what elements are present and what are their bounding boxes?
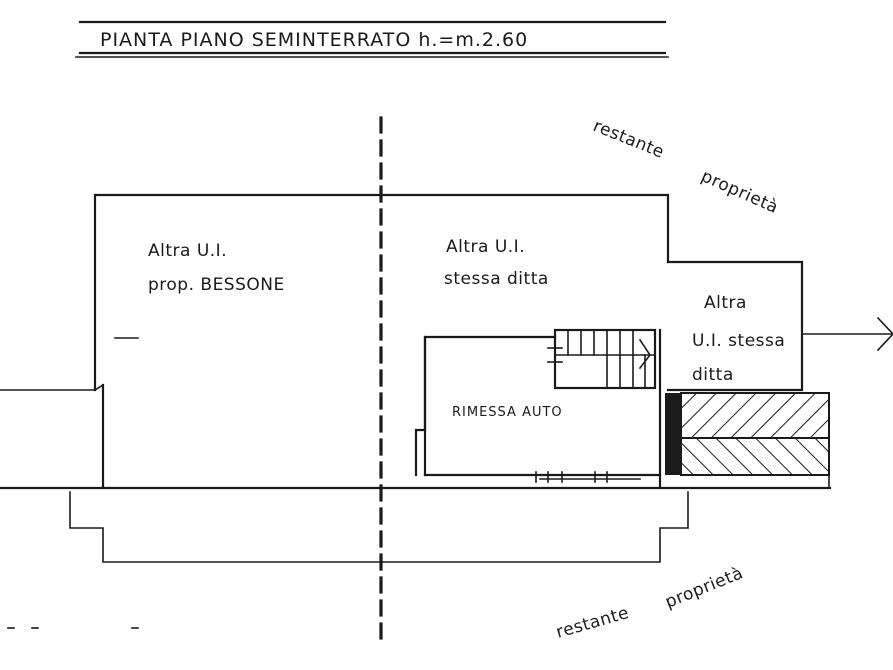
rest-top-word2: proprietà [698, 166, 781, 218]
staircase [547, 328, 657, 390]
unit-right-line2: U.I. stessa [692, 331, 785, 351]
unit-right-line3: ditta [692, 365, 734, 385]
unit-left-line1: Altra U.I. [148, 241, 227, 261]
unit-left-line2: prop. BESSONE [148, 275, 285, 295]
rest-bottom-word2: proprietà [662, 563, 746, 612]
unit-mid-line1: Altra U.I. [446, 237, 525, 257]
rest-top-word1: restante [590, 116, 667, 163]
unit-right-line1: Altra [704, 293, 747, 313]
hatched-wall [665, 392, 830, 489]
title-block: PIANTA PIANO SEMINTERRATO h.=m.2.60 [75, 20, 669, 58]
garage-door-marks [535, 471, 641, 483]
rest-property-bottom: restante proprietà [554, 563, 746, 643]
garage-label: RIMESSA AUTO [452, 405, 563, 420]
unit-mid-line2: stessa ditta [444, 269, 549, 289]
rest-property-top: restante proprietà [590, 116, 781, 218]
unit-right-label: Altra U.I. stessa ditta [692, 293, 785, 385]
unit-mid-label: Altra U.I. stessa ditta [444, 237, 549, 289]
building-outline [0, 193, 893, 563]
unit-left-label: Altra U.I. prop. BESSONE [148, 241, 285, 295]
plan-title: PIANTA PIANO SEMINTERRATO h.=m.2.60 [100, 29, 528, 51]
rest-bottom-word1: restante [554, 603, 632, 643]
